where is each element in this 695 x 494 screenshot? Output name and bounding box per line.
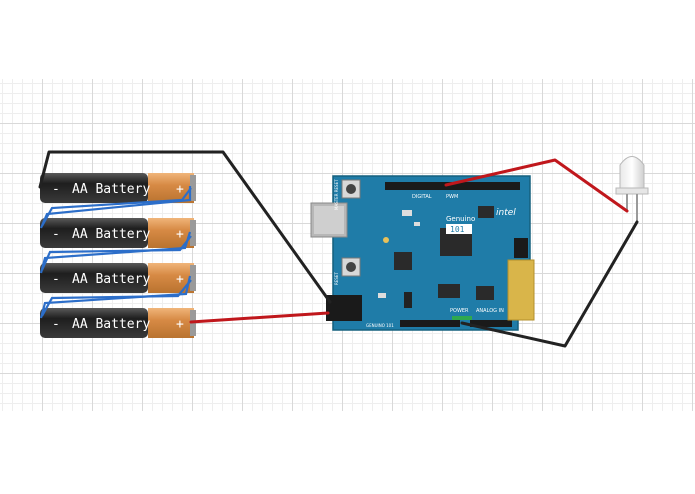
power-header bbox=[400, 320, 460, 327]
battery-label: AA Battery bbox=[72, 182, 150, 197]
chip-small bbox=[478, 206, 494, 218]
power-label: POWER bbox=[450, 308, 469, 314]
chip-analog bbox=[476, 286, 494, 300]
wire-black-led-to-gnd bbox=[460, 220, 639, 348]
battery-plus-label: + bbox=[176, 317, 184, 332]
battery-minus-label: - bbox=[52, 272, 60, 287]
icsp-header bbox=[514, 238, 528, 258]
genuino-101-board: DIGITAL PWM intel Genuino 101 POWER ANAL… bbox=[310, 175, 535, 331]
battery-label: AA Battery bbox=[72, 272, 150, 287]
battery-label: AA Battery bbox=[72, 227, 150, 242]
battery-3: - AA Battery + bbox=[40, 263, 196, 293]
digital-label: DIGITAL bbox=[412, 194, 432, 200]
battery-minus-label: - bbox=[52, 182, 60, 197]
analog-header bbox=[470, 320, 512, 327]
wire-black-battery-to-jack bbox=[38, 150, 332, 304]
genuino-label: Genuino bbox=[446, 215, 475, 223]
wire-red-pin-to-led bbox=[444, 158, 629, 213]
battery-minus-label: - bbox=[52, 227, 60, 242]
ioref-label: GENUINO 101 bbox=[366, 323, 394, 328]
battery-1: - AA Battery + bbox=[40, 173, 196, 203]
battery-label: AA Battery bbox=[72, 317, 150, 332]
reset-label: RESET bbox=[334, 272, 339, 285]
digital-header bbox=[385, 182, 520, 190]
led-component bbox=[615, 156, 649, 222]
series-wires bbox=[39, 186, 192, 319]
bluetooth-module bbox=[507, 259, 535, 321]
analog-label: ANALOG IN bbox=[476, 308, 504, 314]
battery-plus-label: + bbox=[176, 272, 184, 287]
master-reset-label: MASTER RESET bbox=[334, 179, 339, 210]
power-jack bbox=[326, 295, 362, 321]
intel-logo: intel bbox=[496, 208, 516, 218]
wire-red-battery-to-jack bbox=[189, 311, 330, 324]
chip-regulator bbox=[394, 252, 412, 270]
wires bbox=[38, 150, 639, 348]
chip-lower bbox=[438, 284, 460, 298]
pwm-label: PWM bbox=[446, 194, 458, 200]
battery-4: - AA Battery + bbox=[40, 308, 196, 338]
battery-2: - AA Battery + bbox=[40, 218, 196, 248]
model-label: 101 bbox=[450, 225, 465, 234]
battery-plus-label: + bbox=[176, 227, 184, 242]
battery-minus-label: - bbox=[52, 317, 60, 332]
battery-plus-label: + bbox=[176, 182, 184, 197]
